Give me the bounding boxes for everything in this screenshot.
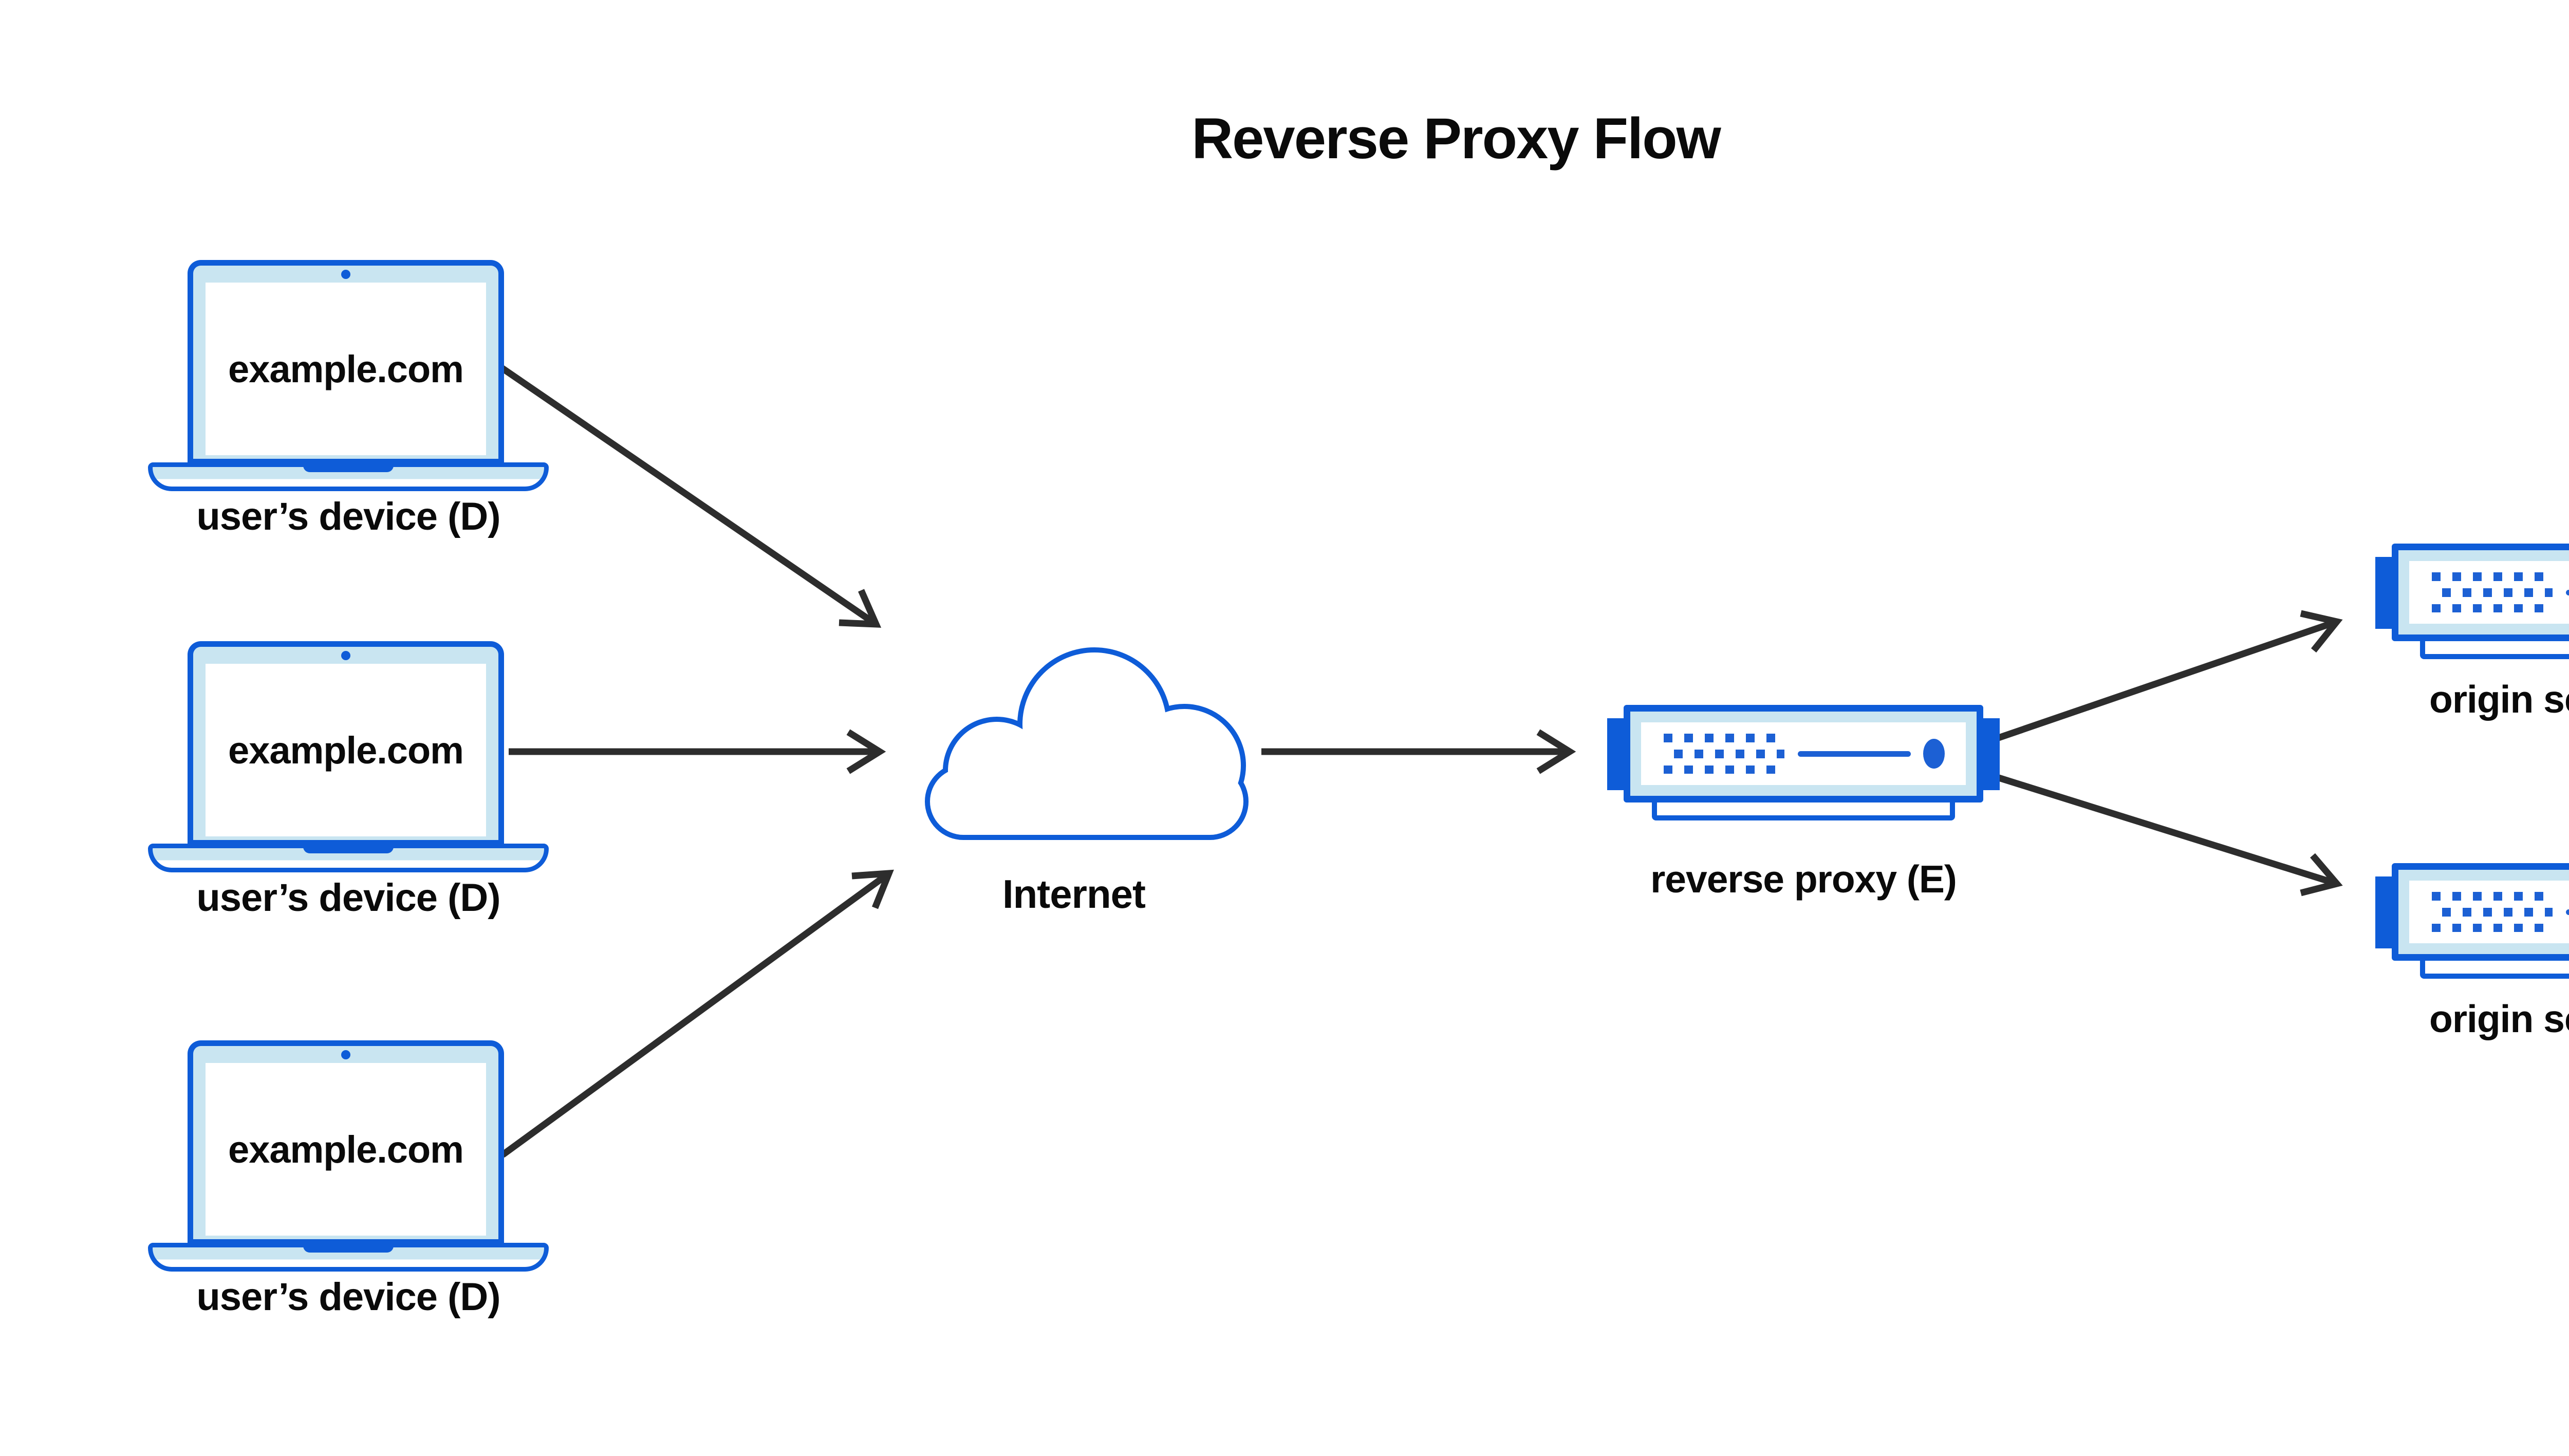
server-body <box>1624 705 1983 802</box>
laptop-hinge-notch <box>303 840 394 853</box>
server-slot-line-icon <box>2566 909 2569 915</box>
server-faceplate <box>1641 722 1966 785</box>
device-label: user’s device (D) <box>196 876 500 920</box>
reverse-proxy-label: reverse proxy (E) <box>1650 857 1957 901</box>
arrow-internet-to-proxy-icon <box>1261 729 1576 774</box>
laptop-screen: example.com <box>188 260 504 464</box>
server-body <box>2392 544 2569 641</box>
internet-cloud-icon <box>925 647 1249 840</box>
server-vents-pattern-icon <box>2432 892 2553 932</box>
laptop-hinge-notch <box>303 459 394 472</box>
page-title: Reverse Proxy Flow <box>1192 106 1721 171</box>
arrow-proxy-to-origin2-icon <box>1995 773 2343 897</box>
laptop-screen: example.com <box>188 641 504 846</box>
laptop-hinge-notch <box>303 1239 394 1253</box>
server-body <box>2392 863 2569 961</box>
laptop-icon: example.com <box>148 260 549 518</box>
server-icon reverse-proxy-icon <box>1607 705 2000 823</box>
laptop-screen-url: example.com <box>206 1063 486 1236</box>
laptop-screen: example.com <box>188 1040 504 1245</box>
device-label: user’s device (D) <box>196 495 500 538</box>
device-label: user’s device (D) <box>196 1275 500 1319</box>
arrow-device2-to-internet-icon <box>509 729 886 774</box>
arrow-device1-to-internet-icon <box>499 364 882 628</box>
laptop-screen-url: example.com <box>206 664 486 836</box>
laptop-icon: example.com <box>148 1040 549 1298</box>
server-vents-pattern-icon <box>2432 572 2553 612</box>
server-led-dot-icon <box>1923 739 1945 769</box>
origin-server-label: origin server (F) <box>2429 997 2569 1040</box>
server-slot-line-icon <box>2566 589 2569 595</box>
laptop-screen-url: example.com <box>206 283 486 455</box>
origin-server-label: origin server (F) <box>2429 678 2569 721</box>
internet-label: Internet <box>1002 871 1146 917</box>
laptop-camera-dot-icon <box>341 651 350 660</box>
server-icon origin-server-icon <box>2375 544 2569 662</box>
server-faceplate <box>2409 881 2569 943</box>
laptop-icon: example.com <box>148 641 549 899</box>
laptop-camera-dot-icon <box>341 1050 350 1059</box>
laptop-camera-dot-icon <box>341 270 350 279</box>
arrow-device3-to-internet-icon <box>500 869 894 1158</box>
server-slot-line-icon <box>1798 751 1911 757</box>
arrow-proxy-to-origin1-icon <box>1994 610 2343 742</box>
server-faceplate <box>2409 561 2569 624</box>
server-vents-pattern-icon <box>1664 734 1784 774</box>
server-icon origin-server-icon <box>2375 863 2569 981</box>
